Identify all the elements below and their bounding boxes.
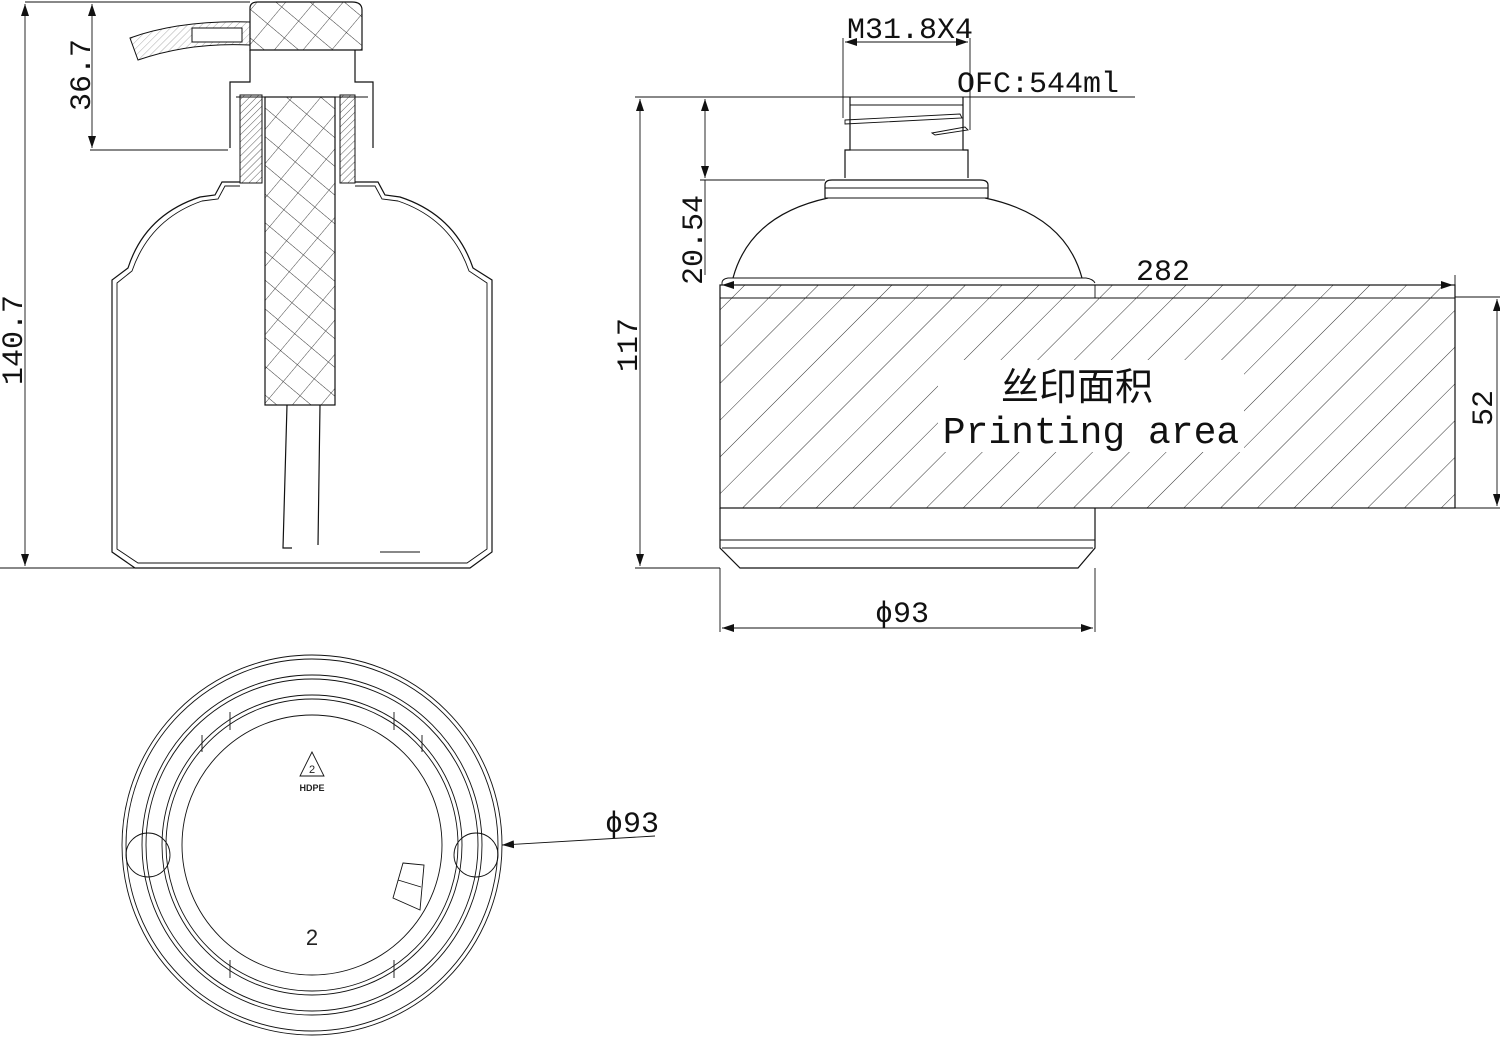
pump-stem	[264, 96, 336, 406]
bottom-view: 2 HDPE 2 ϕ93	[121, 654, 659, 1036]
bottle-base	[719, 508, 1096, 569]
neck-height-label: 20.54	[678, 195, 712, 285]
pump-collar	[229, 50, 374, 148]
bottom-diameter-label: ϕ93	[605, 808, 659, 842]
material-label: HDPE	[299, 783, 324, 793]
cavity-number: 2	[306, 925, 318, 950]
bottle-shoulder	[732, 197, 1083, 279]
body-height-label: 117	[613, 318, 647, 372]
side-diameter-label: ϕ93	[875, 598, 929, 632]
section-view: 140.7 36.7	[0, 1, 493, 569]
side-view: 丝印面积 Printing area M31.8X4 OFC:544ml 117…	[613, 14, 1500, 632]
bottle-neck	[844, 97, 969, 178]
recycle-code: 2	[309, 764, 315, 776]
printing-area-label-cn: 丝印面积	[1001, 365, 1153, 409]
total-height-label: 140.7	[0, 295, 32, 385]
dip-tube	[282, 404, 321, 549]
recycle-icon	[299, 750, 325, 777]
pump-head	[249, 1, 363, 51]
thread-spec-label: M31.8X4	[847, 14, 973, 48]
print-height-label: 52	[1468, 390, 1500, 426]
print-width-label: 282	[1136, 256, 1190, 290]
pump-height-label: 36.7	[66, 39, 100, 111]
printing-area-label-en: Printing area	[943, 412, 1239, 455]
bottle-body-outline	[111, 181, 493, 569]
ofc-label: OFC:544ml	[957, 68, 1119, 102]
